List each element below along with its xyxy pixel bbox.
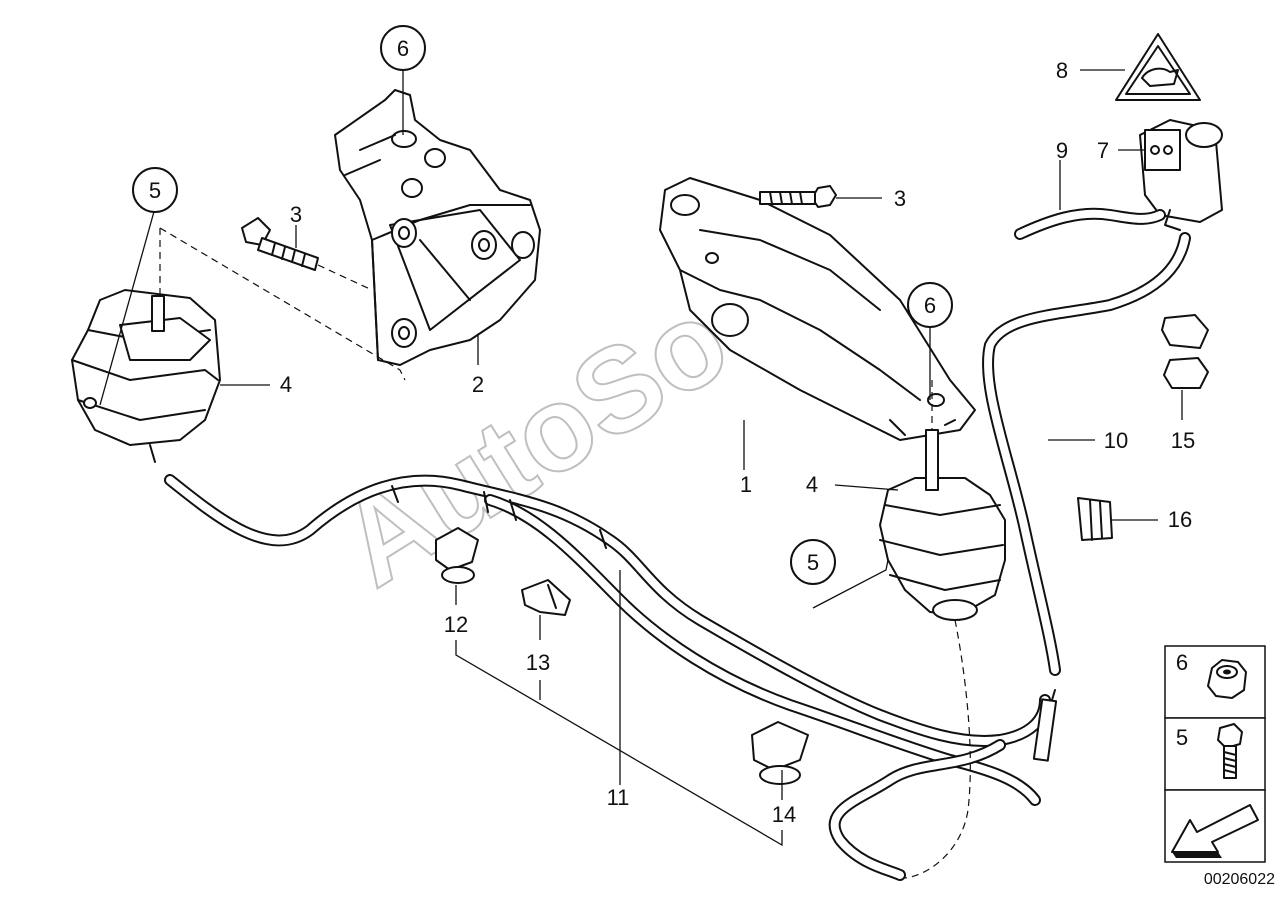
callout-15: 15 [1171,428,1195,453]
callout-7: 7 [1097,138,1109,163]
callout-5-right-label: 5 [807,550,819,575]
callout-5-left: 5 [132,167,178,213]
assembly-guide-lines [159,227,971,879]
callout-6-top-label: 6 [397,36,409,61]
callout-3-right: 3 [894,186,906,211]
callout-10: 10 [1104,428,1128,453]
callout-16: 16 [1168,507,1192,532]
callout-4-right: 4 [806,472,818,497]
callout-1: 1 [740,472,752,497]
callout-8: 8 [1056,58,1068,83]
part-7-solenoid-valve [1139,119,1223,231]
part-10-long-hose [982,232,1191,676]
nut-icon [1207,659,1247,699]
part-9-short-hose [1014,207,1166,240]
callout-5-left-label: 5 [149,178,161,203]
callout-13: 13 [526,650,550,675]
part-14-clip [751,721,809,785]
callout-9: 9 [1056,138,1068,163]
callout-11: 11 [607,785,630,810]
callout-2: 2 [472,372,484,397]
legend-nut-label: 6 [1176,650,1188,675]
part-2-engine-bracket [334,89,541,366]
callout-6-top: 6 [380,25,426,71]
callout-6-right: 6 [907,282,953,328]
part-13-clip [521,579,571,616]
leader-lines [99,68,1183,847]
callout-12: 12 [444,612,468,637]
part-8-warning-label [1115,33,1201,101]
bolt-icon [1217,723,1243,779]
part-3-bolt-left [241,217,319,271]
legend-bolt-label: 5 [1176,725,1188,750]
part-16-clip [1077,497,1113,541]
part-15-clip [1161,314,1209,389]
callout-14: 14 [772,802,796,827]
part-4-engine-mount-right [879,429,1006,621]
callout-4-left: 4 [280,372,292,397]
callout-3-left: 3 [290,202,302,227]
direction-arrow-icon [1171,804,1259,858]
part-4-engine-mount-left [71,289,221,463]
part-3-bolt-right [759,185,837,208]
callout-5-right: 5 [790,539,836,585]
drawing-reference-code: 00206022 [1204,871,1275,888]
callout-6-right-label: 6 [924,293,936,318]
part-11-vacuum-line [164,474,1058,881]
part-12-clip [435,527,479,584]
fastener-legend: 6 5 [1164,645,1266,863]
